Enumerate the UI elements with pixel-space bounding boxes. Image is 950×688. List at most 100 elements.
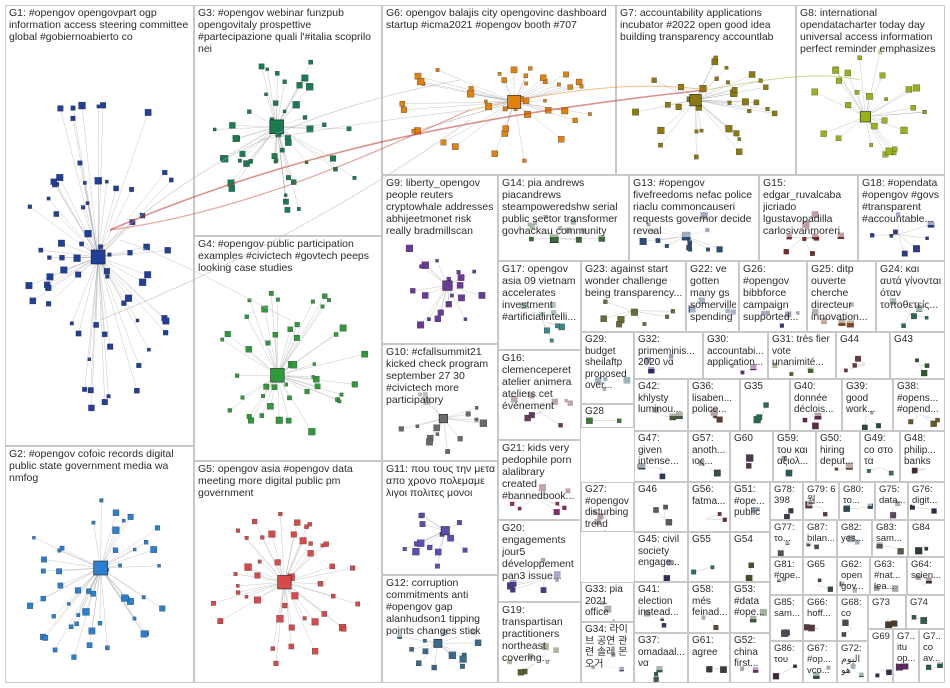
edge-line [284, 582, 292, 647]
group-G57[interactable]: G57: anoth... ιος... [688, 431, 730, 482]
node-mark [545, 107, 552, 114]
group-G78[interactable]: G78: 398 [770, 482, 803, 520]
group-G23[interactable]: G23: against start wonder challenge bein… [581, 261, 686, 332]
group-G37[interactable]: G37: omadaal... να [634, 633, 688, 683]
group-G6[interactable]: G6: opengov balajis city opengovinc dash… [382, 5, 616, 175]
group-G64[interactable]: G64: scien... [907, 557, 945, 595]
group-G4[interactable]: G4: #opengov public participation exampl… [194, 236, 382, 461]
group-G14[interactable]: G14: pia andrews piacandrews steampowere… [498, 175, 629, 261]
group-G80[interactable]: G80: το... [839, 482, 875, 520]
group-G56[interactable]: G56: fatma... [688, 482, 730, 532]
group-G72[interactable]: G72: اليوم هو [837, 641, 868, 683]
group-G26[interactable]: G26: #opengov bibbforce campaign support… [739, 261, 807, 332]
group-G33[interactable]: G33: pia 2021 office annual... [581, 582, 634, 622]
group-G35[interactable]: G35 [740, 379, 790, 431]
group-G25[interactable]: G25: ditp ouverte cherche directeur inno… [807, 261, 876, 332]
group-G2[interactable]: G2: #opengov cofoic records digital publ… [5, 446, 194, 683]
group-G65[interactable]: G65 [803, 557, 837, 595]
group-G62[interactable]: G62: open gov... [837, 557, 870, 595]
group-G38[interactable]: G38: #opens... #opend... [893, 379, 945, 431]
node-mark [129, 219, 136, 226]
group-G85[interactable]: G85: sam... [770, 595, 803, 641]
group-G55[interactable]: G55 [688, 532, 730, 582]
group-G61[interactable]: G61: agree [688, 633, 730, 683]
group-G21[interactable]: G21: kids very pedophile porn alalibrary… [498, 440, 581, 520]
group-G28[interactable]: G28 [581, 404, 634, 428]
group-G1[interactable]: G1: #opengov opengovpart ogp information… [5, 5, 194, 446]
group-G12[interactable]: G12: corruption commitments anti #opengo… [382, 575, 498, 683]
group-G74[interactable]: G74 [906, 595, 945, 629]
group-G60[interactable]: G60 [730, 431, 773, 482]
node-mark [239, 150, 246, 157]
group-G8[interactable]: G8: international opendatacharter today … [796, 5, 945, 175]
group-G76[interactable]: G76: digit... [908, 482, 945, 520]
group-G69[interactable]: G69 [868, 629, 893, 683]
group-G47[interactable]: G47: given intense... [634, 431, 688, 482]
group-G88[interactable]: G7...: co av... [919, 629, 945, 683]
group-G67[interactable]: G67: #op... vco... [803, 641, 837, 683]
group-G58[interactable]: G58: més feinad... [688, 582, 730, 633]
node-mark [911, 313, 917, 320]
group-G77[interactable]: G77: το... [770, 520, 803, 557]
group-G30[interactable]: G30: accountabi... application... [703, 332, 768, 379]
group-G40[interactable]: G40: donnée déclois... [790, 379, 842, 431]
node-mark [299, 537, 307, 545]
group-G31[interactable]: G31: très fier vote unanimité... [768, 332, 836, 379]
group-G19[interactable]: G19: transpartisan practitioners northea… [498, 602, 581, 683]
group-G45[interactable]: G45: civil society engage... [634, 532, 688, 582]
group-G41[interactable]: G41: election instead... [634, 582, 688, 633]
group-G42[interactable]: G42: khlysty luminou... [634, 379, 688, 431]
group-G83[interactable]: G83: sam... [872, 520, 908, 557]
group-G7[interactable]: G7: accountability applications incubato… [616, 5, 796, 175]
group-G54[interactable]: G54 [730, 532, 770, 582]
group-G44[interactable]: G44 [836, 332, 890, 379]
group-G24[interactable]: G24: και αυτά γίνονται όταν τοποθετείς..… [876, 261, 945, 332]
group-G70[interactable]: G7...: itu op... [893, 629, 919, 683]
group-G48[interactable]: G48: philip... banks [900, 431, 945, 482]
group-G81[interactable]: G81: #ope... [770, 557, 803, 595]
group-G18[interactable]: G18: #opendata #opengov #govs #transpare… [858, 175, 945, 261]
group-G87[interactable]: G87: bilan... [803, 520, 837, 557]
group-G79[interactable]: G79: 6월... [803, 482, 839, 520]
group-G46[interactable]: G46 [634, 482, 688, 532]
group-G68[interactable]: G68: co [837, 595, 868, 641]
group-G32[interactable]: G32: primeminis... 2020 να [634, 332, 703, 379]
group-G50[interactable]: G50: hiring deput... [816, 431, 860, 482]
group-G53[interactable]: G53: #data #ope... [730, 582, 770, 633]
group-G10[interactable]: G10: #cfallsummit21 kicked check program… [382, 344, 498, 461]
group-G9[interactable]: G9: liberty_opengov people reuters crypt… [382, 175, 498, 344]
group-G13[interactable]: G13: #opengov fivefreedoms nefac police … [629, 175, 759, 261]
group-G17[interactable]: G17: opengov asia 09 vietnam accelerates… [498, 261, 581, 350]
group-G51[interactable]: G51: #ope... public [730, 482, 770, 532]
group-G39[interactable]: G39: good work... [842, 379, 893, 431]
group-G43[interactable]: G43 [890, 332, 945, 379]
group-G29[interactable]: G29: budget sheilaftp proposed over... [581, 332, 634, 404]
group-G49[interactable]: G49: co στο τα [860, 431, 900, 482]
group-G15[interactable]: G15: edgar_ruvalcaba jicriado lgustavopa… [759, 175, 858, 261]
group-G73[interactable]: G73 [868, 595, 906, 629]
group-G20[interactable]: G20: engagements jour5 développement pan… [498, 520, 581, 602]
group-G59[interactable]: G59: του και αξιολ... [773, 431, 816, 482]
group-label: G47: given intense... [638, 433, 685, 468]
group-G82[interactable]: G82: yes... [837, 520, 872, 557]
node-mark [260, 535, 265, 540]
node-mark [543, 327, 550, 334]
group-G75[interactable]: G75: data... [875, 482, 908, 520]
group-G52[interactable]: G52: china first... [730, 633, 770, 683]
edge-line [413, 101, 515, 132]
group-G84[interactable]: G84 [908, 520, 945, 557]
group-G36[interactable]: G36: lisaben... police... [688, 379, 740, 431]
group-G11[interactable]: G11: που τους την μετα απο χρονο πολεμαμ… [382, 461, 498, 575]
group-G27[interactable]: G27: #opengov disturbing trend mexico... [581, 482, 634, 532]
group-label: G87: bilan... [807, 522, 834, 544]
group-label: G24: και αυτά γίνονται όταν τοποθετείς..… [880, 263, 942, 311]
group-G86[interactable]: G86: του [770, 641, 803, 683]
group-G34[interactable]: G34: 라이 브 공연 관련 솔레 몬 오거 [581, 622, 634, 683]
group-G5[interactable]: G5: opengov asia #opengov data meeting m… [194, 461, 382, 683]
group-G16[interactable]: G16: clemenceperet atelier animera ateli… [498, 350, 581, 440]
group-G22[interactable]: G22: ve gotten many gs somerville spendi… [686, 261, 739, 332]
group-G63[interactable]: G63: #nat... lea... [870, 557, 907, 595]
group-G3[interactable]: G3: #opengov webinar funzpub opengovital… [194, 5, 382, 236]
group-G66[interactable]: G66: hoff... [803, 595, 837, 641]
